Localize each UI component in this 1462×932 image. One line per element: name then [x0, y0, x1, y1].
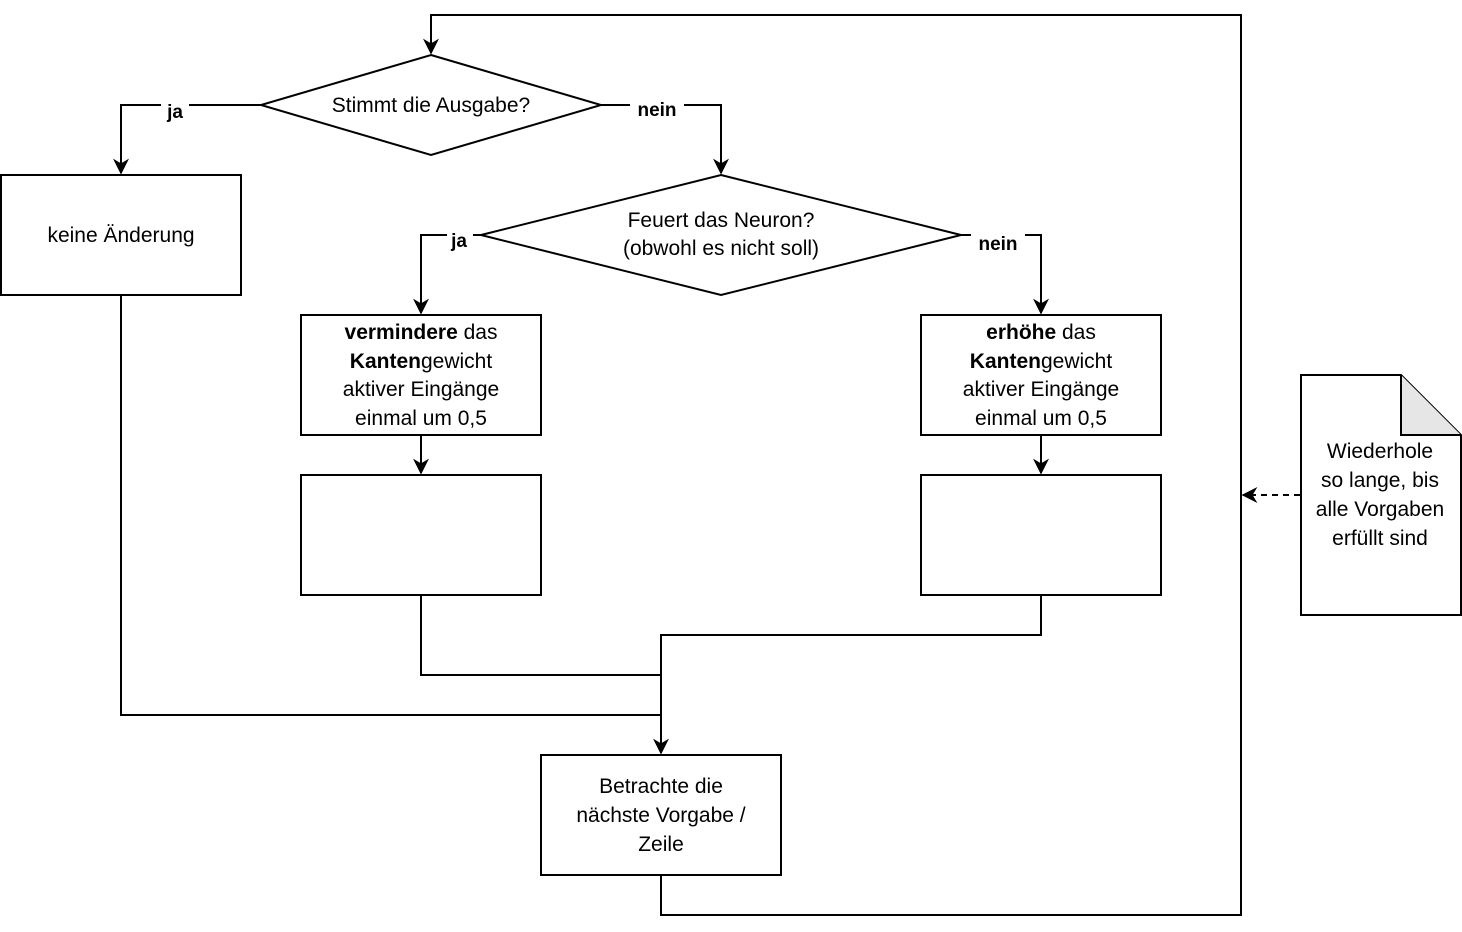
decision-output-shape — [257, 53, 605, 157]
edge-label-output-yes: ja — [166, 102, 183, 123]
process-increase-line2-bold: Kanten — [970, 350, 1041, 373]
decision-fire-shape — [480, 173, 962, 297]
process-decrease-line2-rest: gewicht — [421, 350, 492, 373]
edge-loop-back — [423, 14, 1242, 916]
edge-labels: ja nein ja nein — [161, 96, 1025, 255]
process-no-change-label: keine Änderung — [47, 224, 194, 247]
process-decrease-shape — [300, 314, 542, 436]
process-decrease-line2-bold: Kanten — [350, 350, 421, 373]
edge-label-bg — [161, 98, 189, 122]
process-increase-line2: Kantengewicht — [970, 350, 1113, 373]
edge-label-bg — [630, 96, 684, 120]
process-next-row-shape — [540, 754, 782, 876]
process-next-row-line1: Betrachte die — [599, 775, 723, 798]
process-decrease-line3: aktiver Eingänge — [343, 378, 499, 401]
process-next-row-line3: Zeile — [638, 833, 684, 856]
process-no-change: keine Änderung — [0, 174, 242, 296]
edge-no-change-to-next — [120, 296, 669, 755]
edge-label-fire-yes: ja — [450, 231, 467, 252]
edge-right-box-to-merge — [660, 596, 1042, 675]
note-fold-icon — [1400, 375, 1461, 436]
decision-fire: Feuert das Neuron? (obwohl es nicht soll… — [480, 173, 962, 297]
process-empty-right — [920, 474, 1162, 596]
process-no-change-shape — [0, 174, 242, 296]
process-increase-shape — [920, 314, 1162, 436]
process-increase-line1: erhöhe das — [986, 321, 1096, 344]
process-increase-line2-rest: gewicht — [1041, 350, 1112, 373]
note: Wiederhole so lange, bis alle Vorgaben e… — [1300, 374, 1462, 616]
decision-fire-label-line1: Feuert das Neuron? — [628, 209, 815, 232]
connectors — [113, 14, 1300, 916]
process-decrease-line1-bold: vermindere — [345, 321, 458, 344]
process-decrease-line1-rest: das — [458, 321, 498, 344]
process-decrease: vermindere das Kantengewicht aktiver Ein… — [300, 314, 542, 436]
edge-label-bg — [971, 230, 1025, 254]
process-next-row: Betrachte die nächste Vorgabe / Zeile — [540, 754, 782, 876]
note-line2: so lange, bis — [1321, 469, 1439, 492]
process-next-row-line2: nächste Vorgabe / — [576, 804, 745, 827]
process-increase-line4: einmal um 0,5 — [975, 407, 1107, 430]
note-line3: alle Vorgaben — [1316, 498, 1444, 521]
decision-output-label: Stimmt die Ausgabe? — [332, 94, 530, 117]
decision-fire-label-line2: (obwohl es nicht soll) — [623, 237, 819, 260]
process-increase-line1-rest: das — [1056, 321, 1096, 344]
note-line1: Wiederhole — [1327, 440, 1433, 463]
edge-left-box-to-merge — [420, 596, 662, 715]
edge-label-output-no: nein — [637, 100, 676, 121]
process-decrease-line1: vermindere das — [345, 321, 498, 344]
process-decrease-line4: einmal um 0,5 — [355, 407, 487, 430]
edge-label-bg — [447, 229, 473, 253]
nodes: Stimmt die Ausgabe? keine Änderung Feuer… — [0, 53, 1462, 876]
edge-label-fire-no: nein — [978, 234, 1017, 255]
process-increase: erhöhe das Kantengewicht aktiver Eingäng… — [920, 314, 1162, 436]
decision-output: Stimmt die Ausgabe? — [257, 53, 605, 157]
process-empty-left — [300, 474, 542, 596]
process-increase-line1-bold: erhöhe — [986, 321, 1056, 344]
edge-output-yes — [113, 104, 261, 175]
process-increase-line3: aktiver Eingänge — [963, 378, 1119, 401]
process-decrease-line2: Kantengewicht — [350, 350, 493, 373]
note-line4: erfüllt sind — [1332, 527, 1428, 550]
